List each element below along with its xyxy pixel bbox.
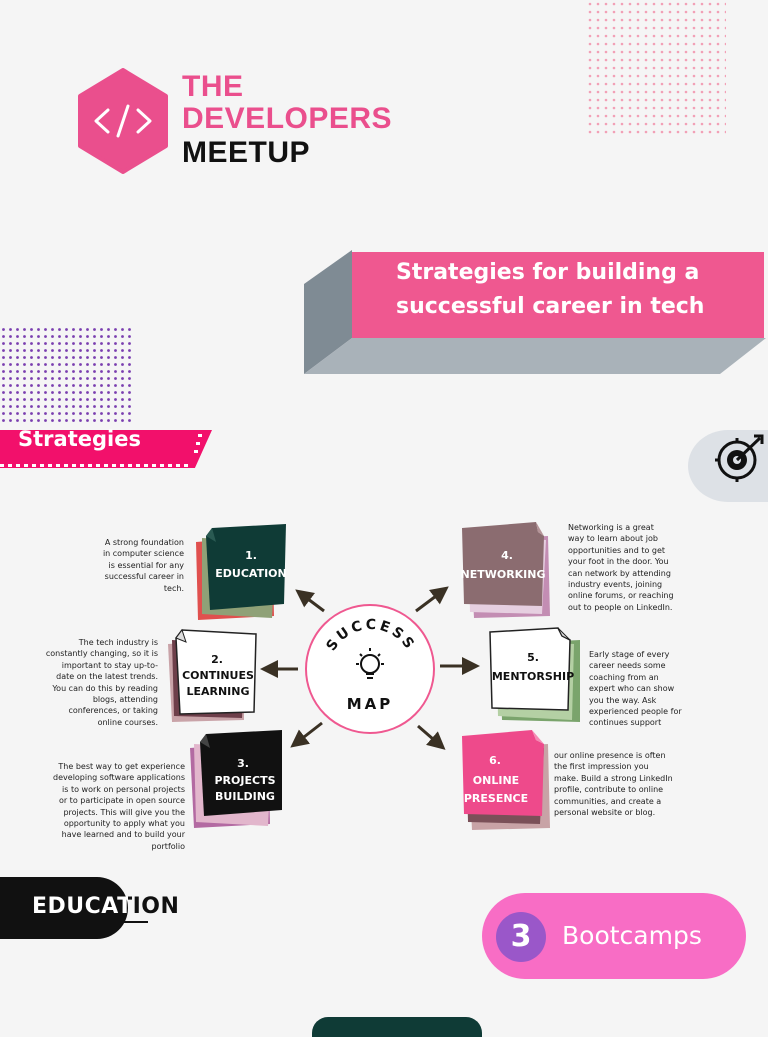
banner-title-line1: Strategies for building a <box>396 260 700 285</box>
note-mentorship-label: MENTORSHIP <box>491 670 575 683</box>
brand-line-the: THE <box>182 70 244 103</box>
education-underline <box>124 921 148 923</box>
lightbulb-icon <box>356 648 384 679</box>
note-networking-label: NETWORKING <box>460 568 546 581</box>
education-heading: EDUCATION <box>32 894 179 919</box>
note-mentorship-number: 5. <box>527 651 539 664</box>
brand-line-meetup: MEETUP <box>182 136 311 169</box>
banner-3d-shape <box>304 250 766 374</box>
target-icon <box>688 430 768 502</box>
banner-title: Strategies for building a successful car… <box>352 252 764 338</box>
note-education-number: 1. <box>245 549 257 562</box>
note-networking <box>462 522 550 618</box>
note-learning-label-2: LEARNING <box>186 685 250 698</box>
note-education-label: EDUCATION <box>215 567 287 580</box>
brand-line-developers: DEVELOPERS <box>182 102 393 135</box>
note-online-presence <box>462 730 550 830</box>
code-brackets-icon <box>94 104 152 138</box>
success-map-title: SUCCESS MAP <box>323 617 415 713</box>
education-heading-text: EDUCATION <box>32 894 180 919</box>
logo-hexagon <box>78 68 168 174</box>
bootcamps-number: 3 <box>496 912 546 962</box>
note-online-label-1: ONLINE <box>472 774 520 787</box>
note-education <box>196 524 286 620</box>
pink-dot-grid <box>586 0 726 138</box>
note-networking-number: 4. <box>501 549 513 562</box>
note-learning-label-1: CONTINUES <box>182 669 254 682</box>
note-projects-building <box>190 730 282 828</box>
note-online-label-2: PRESENCE <box>463 792 529 805</box>
note-projects-number: 3. <box>237 757 249 770</box>
bootcamps-label: Bootcamps <box>562 921 702 950</box>
note-projects-label-2: BUILDING <box>215 790 275 803</box>
purple-dot-grid <box>0 326 134 426</box>
note-projects-label-1: PROJECTS <box>214 774 276 787</box>
note-learning-number: 2. <box>211 653 223 666</box>
note-continues-learning <box>168 628 257 722</box>
note-mentorship <box>489 627 580 722</box>
strategies-label: Strategies <box>18 427 141 451</box>
education-pill <box>0 877 128 939</box>
success-map-circle <box>305 604 435 734</box>
note-online-number: 6. <box>489 754 501 767</box>
bottom-dark-shape <box>312 1017 482 1037</box>
svg-text:MAP: MAP <box>347 695 394 713</box>
strategies-tag-shape <box>0 430 212 468</box>
banner-title-line2: successful career in tech <box>396 294 705 319</box>
